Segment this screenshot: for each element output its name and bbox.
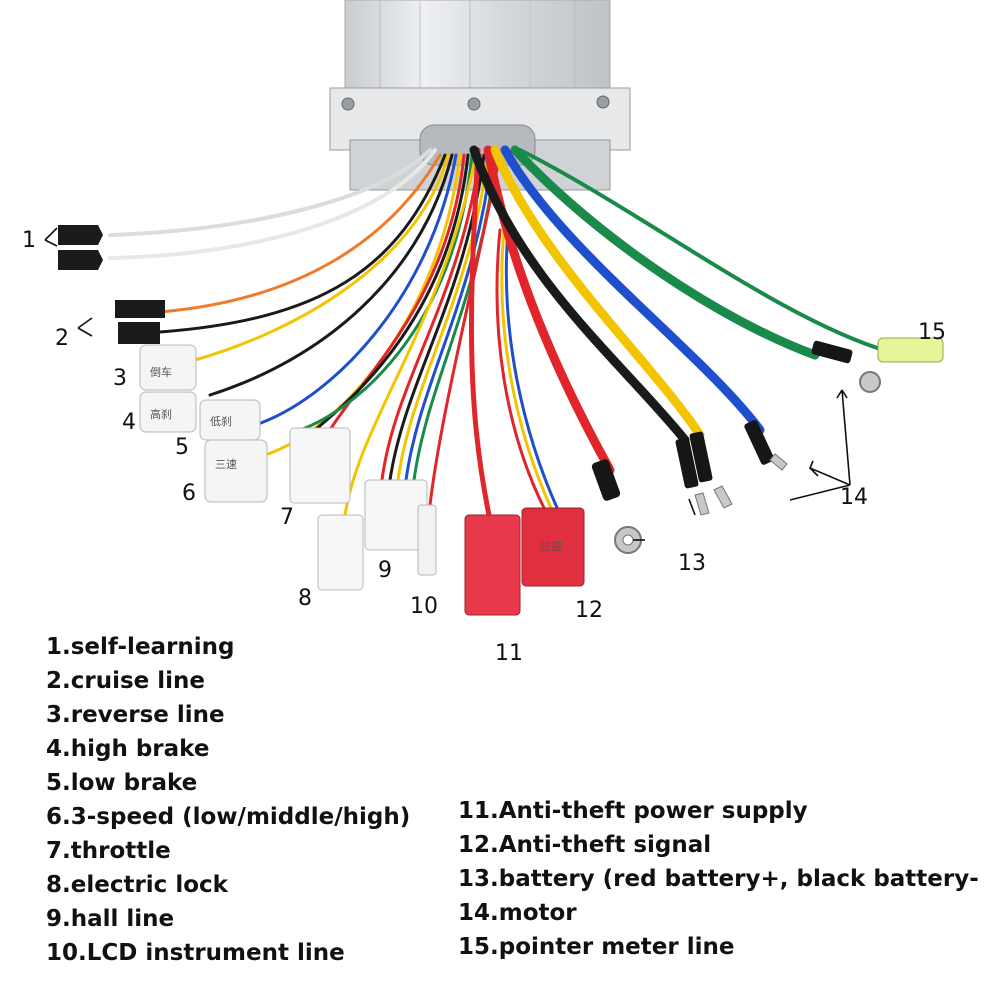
legend-item: 5.low brake (46, 770, 198, 796)
callout-8: 8 (298, 586, 312, 611)
legend-item: 1.self-learning (46, 634, 235, 660)
wire-bundle (108, 145, 892, 523)
screw (596, 95, 610, 109)
connector-3-speed-mark: 三速 (215, 458, 237, 471)
legend-item: 7.throttle (46, 838, 171, 864)
wire-throttle-red (328, 153, 466, 432)
heat-shrink (689, 431, 713, 483)
wire-anti-theft-signal-blue (504, 228, 560, 512)
connector-reverse (139, 344, 197, 391)
legend-item: 13.battery (red battery+, black battery- (458, 866, 979, 892)
callout-12: 12 (575, 598, 603, 623)
heat-shrink (675, 437, 699, 489)
legend-item: 15.pointer meter line (458, 934, 735, 960)
wire-lcd (428, 153, 502, 507)
wire-pointer-meter (518, 148, 892, 354)
connector-anti-theft-signal (521, 507, 585, 587)
callout-3: 3 (113, 366, 127, 391)
legend-right: 11.Anti-theft power supply 12.Anti-theft… (458, 794, 998, 964)
pointer-meter-connector (877, 337, 944, 363)
legend-item: 8.electric lock (46, 872, 228, 898)
heat-shrink (591, 459, 621, 501)
wire-motor-yellow (490, 145, 705, 440)
legend-left: 1.self-learning 2.cruise line 3.reverse … (46, 630, 410, 970)
connector-anti-theft-mark: 防盗 (540, 539, 562, 553)
connector-low-brake-mark: 低刹 (210, 415, 232, 428)
connectors: 倒车 高刹 低刹 三速 防盗 (58, 225, 585, 616)
legend-item: 9.hall line (46, 906, 175, 932)
connector-reverse-mark: 倒车 (150, 365, 172, 379)
callout-13: 13 (678, 551, 706, 576)
wire-electric-lock (343, 153, 478, 517)
wire-self-learning (108, 148, 437, 260)
legend-item: 14.motor (458, 900, 577, 926)
wire-hall-blue (404, 153, 494, 482)
callout-4: 4 (122, 410, 136, 435)
wire-reverse (193, 153, 450, 362)
connector-throttle (289, 427, 351, 504)
wire-low-brake (253, 153, 458, 427)
callout-2: 2 (55, 326, 69, 351)
wire-cruise-black (158, 153, 447, 334)
screw (467, 97, 481, 111)
connector-cruise (118, 322, 160, 344)
callout-1: 1 (22, 228, 36, 253)
wire-self-learning (108, 148, 432, 237)
connector-self-learning (58, 225, 103, 245)
wire-anti-theft-signal-red (495, 228, 547, 512)
terminals (591, 337, 944, 554)
legend-item: 2.cruise line (46, 668, 206, 694)
screw (341, 97, 355, 111)
wire-high-brake (208, 153, 454, 397)
wire-motor-blue (500, 145, 765, 435)
legend-item: 4.high brake (46, 736, 210, 762)
connector-3-speed (204, 439, 268, 503)
wire-anti-theft-signal-yellow (500, 228, 554, 512)
legend-item: 6.3-speed (low/middle/high) (46, 804, 411, 830)
wire-hall-red (380, 153, 482, 482)
connector-anti-theft-power (464, 514, 521, 616)
callout-5: 5 (175, 435, 189, 460)
callout-arrows (44, 227, 851, 541)
connector-self-learning (58, 250, 103, 270)
connector-lcd (417, 504, 437, 576)
callout-14: 14 (840, 485, 868, 510)
callout-7: 7 (280, 505, 294, 530)
spade-terminal-motor (694, 492, 710, 516)
heat-shrink (744, 420, 775, 465)
wire-cruise-orange (158, 153, 442, 314)
callout-15: 15 (918, 320, 946, 345)
heat-shrink (811, 340, 853, 364)
connector-electric-lock (317, 514, 364, 591)
spade-terminal-motor (769, 453, 788, 471)
legend-item: 10.LCD instrument line (46, 940, 345, 966)
wire-battery-black (469, 145, 690, 445)
wire-hall-yellow (396, 153, 490, 482)
spade-terminal-motor (713, 485, 733, 509)
legend-item: 3.reverse line (46, 702, 225, 728)
callout-10: 10 (410, 594, 438, 619)
connector-high-brake (139, 391, 197, 433)
controller-housing (329, 0, 631, 191)
ring-terminal-motor (859, 371, 881, 393)
legend-item: 12.Anti-theft signal (458, 832, 712, 858)
callout-11: 11 (495, 641, 523, 666)
callout-9: 9 (378, 558, 392, 583)
connector-high-brake-mark: 高刹 (150, 407, 172, 421)
wire-motor-green (510, 145, 820, 360)
wire-anti-theft-power (468, 147, 493, 523)
connector-cruise (115, 300, 165, 318)
callout-6: 6 (182, 481, 196, 506)
legend-item: 11.Anti-theft power supply (458, 798, 808, 824)
